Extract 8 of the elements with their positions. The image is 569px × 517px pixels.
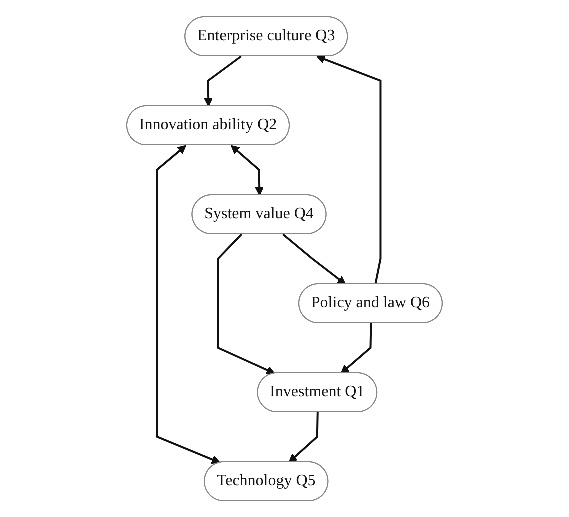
- arrow: [340, 322, 372, 374]
- arrow: [230, 144, 264, 196]
- arrow: [282, 233, 346, 284]
- arrow: [316, 54, 382, 284]
- arrow: [204, 55, 242, 106]
- arrow: [288, 412, 319, 462]
- arrow: [156, 144, 220, 464]
- arrow: [217, 233, 276, 374]
